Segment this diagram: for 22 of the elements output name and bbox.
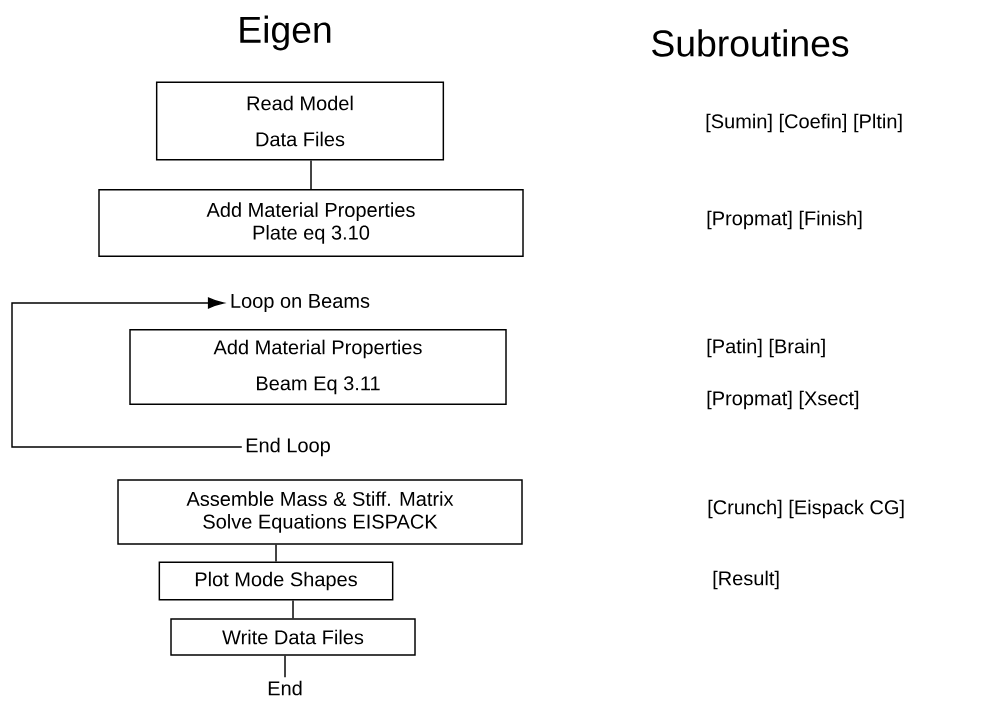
process-box: Assemble Mass & Stiff. Matrix Solve Equations EISPACK [117,479,523,545]
title: Eigen [240,15,331,51]
subroutine-list: [Propmat] [Xsect] [707,390,859,410]
process-box: Add Material Properties Plate eq 3.10 [98,188,524,258]
step-label: Loop on Beams [231,294,370,312]
connector-line [292,599,294,619]
loop-arrow [11,297,243,448]
step-label: End [268,680,302,696]
process-box: Read Model Data Files [155,81,445,161]
step-label: End Loop [246,437,330,457]
process-box: Plot Mode Shapes [158,561,394,601]
subroutine-list: [Result] [713,570,779,590]
process-box: Add Material Properties Beam Eq 3.11 [129,328,507,406]
connector-line [284,655,286,678]
connector-line [275,544,277,563]
process-box: Write Data Files [170,618,416,656]
subroutine-list: [Propmat] [Finish] [707,210,862,230]
connector-line [310,159,312,190]
subroutine-list: [Sumin] [Coefin] [Pltin] [706,113,902,133]
column-heading: Subroutines [652,29,849,57]
subroutine-list: [Crunch] [Eispack CG] [708,499,904,519]
subroutine-list: [Patin] [Brain] [707,338,825,358]
